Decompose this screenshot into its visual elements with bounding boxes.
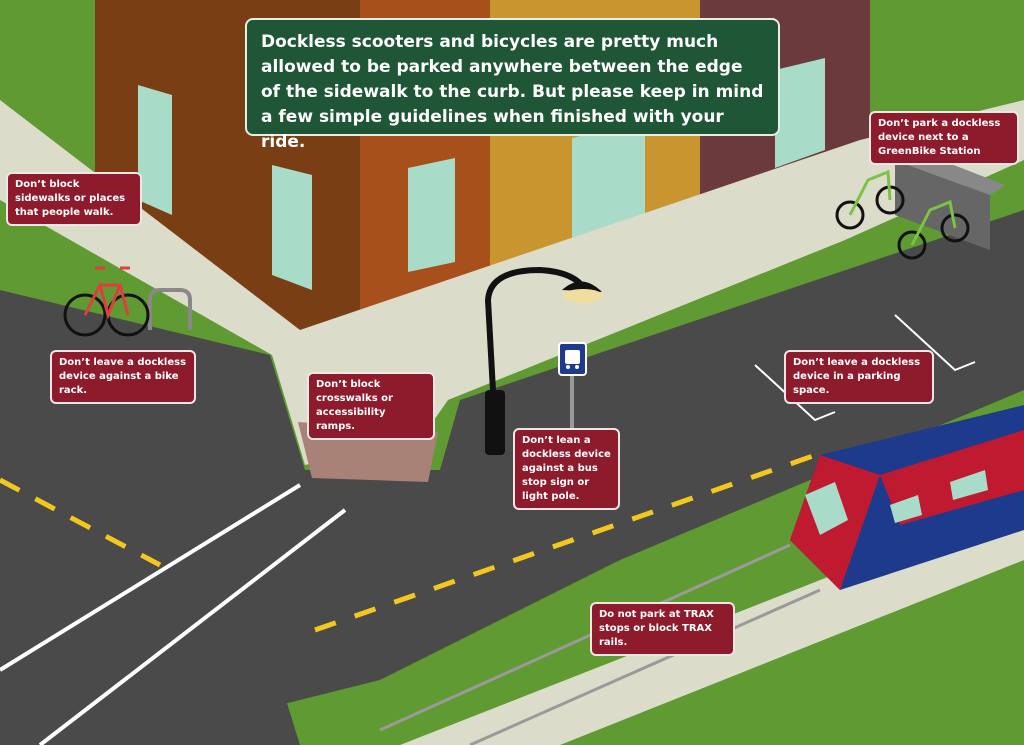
window	[138, 85, 172, 215]
tip-sidewalks: Don’t block sidewalks or places that peo…	[6, 172, 142, 226]
tip-crosswalks: Don’t block crosswalks or accessibility …	[307, 372, 435, 440]
bike-rack-icon	[148, 288, 192, 330]
roads	[0, 210, 1024, 745]
window	[775, 58, 825, 168]
trax-rails	[379, 543, 821, 745]
parking-space	[754, 314, 976, 422]
window	[572, 120, 645, 240]
crosswalk-line	[38, 508, 347, 745]
tip-bike-rack: Don’t leave a dockless device against a …	[50, 350, 196, 404]
tip-parking: Don’t leave a dockless device in a parki…	[784, 350, 934, 404]
window	[272, 165, 312, 290]
tip-bus-stop: Don’t lean a dockless device against a b…	[513, 428, 620, 510]
bus-stop-icon	[558, 342, 587, 430]
bicycle-icon	[63, 266, 150, 337]
street-lamp-icon	[484, 266, 603, 455]
tip-trax: Do not park at TRAX stops or block TRAX …	[590, 602, 735, 656]
road-left	[0, 400, 300, 745]
tip-greenbike: Don’t park a dockless device next to a G…	[869, 111, 1019, 165]
lane-divider-main	[314, 447, 831, 633]
crosswalk-line	[0, 483, 302, 672]
intro-banner: Dockless scooters and bicycles are prett…	[245, 18, 780, 152]
trax-train-icon	[790, 405, 1024, 590]
lane-divider-left	[0, 477, 162, 568]
sidewalk-corner	[0, 100, 1024, 465]
window	[408, 158, 455, 272]
